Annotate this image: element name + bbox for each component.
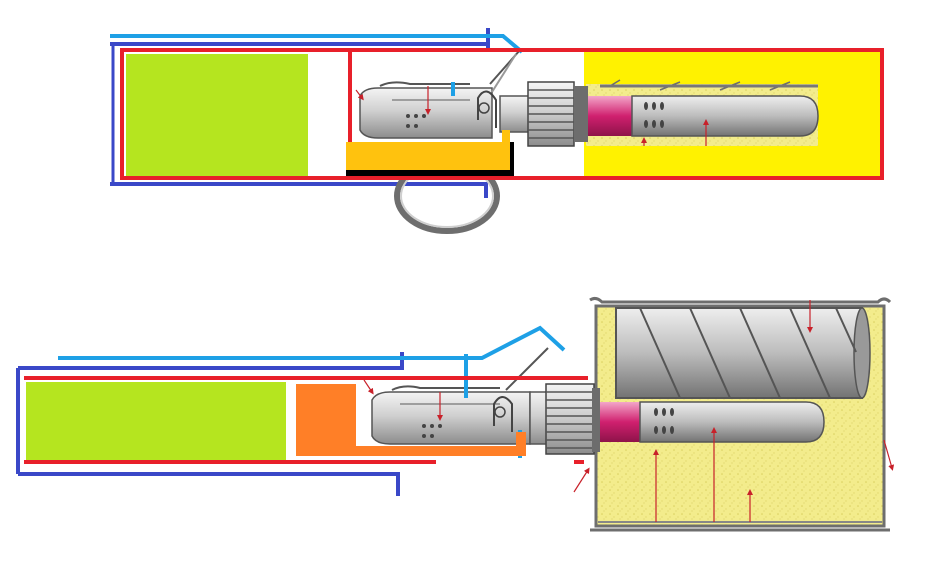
top-detonator	[588, 79, 819, 137]
top-blue-bracket	[110, 28, 490, 198]
top-orange-bar	[346, 130, 514, 176]
bottom-fuse-body	[371, 347, 549, 445]
top-fuse-body	[359, 49, 521, 139]
top-cyan-line	[110, 34, 524, 54]
bottom-blue-bracket	[16, 352, 404, 496]
top-cyan-tick	[451, 82, 455, 96]
bottom-detonator	[600, 401, 825, 443]
bottom-red-lines	[24, 376, 588, 464]
top-red-outer-box	[348, 48, 884, 180]
bottom-diagram	[16, 296, 895, 532]
top-diagram	[110, 28, 884, 234]
bottom-green-block	[26, 382, 286, 460]
bottom-threaded-plug	[529, 383, 600, 455]
top-threaded-plug	[499, 81, 588, 147]
bottom-arrows	[363, 300, 895, 522]
bottom-orange-block	[296, 384, 526, 456]
bottom-charge-cylinder	[615, 307, 871, 399]
top-arrows	[355, 86, 709, 146]
top-green-block	[126, 54, 308, 176]
